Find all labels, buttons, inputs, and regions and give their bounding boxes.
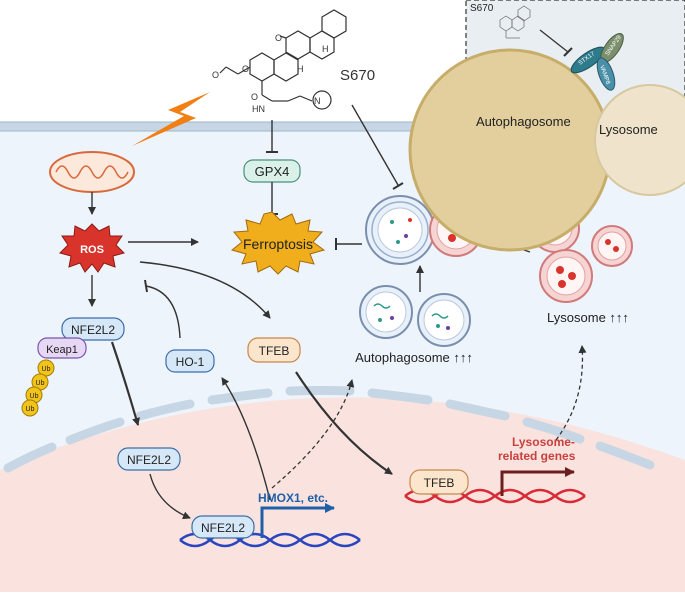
svg-text:O: O <box>251 92 258 102</box>
tfeb-cytoplasm-label: TFEB <box>259 344 290 358</box>
nucleus-region <box>0 397 685 592</box>
svg-text:H: H <box>297 64 304 74</box>
hmox1-transcription-arrow <box>260 503 335 538</box>
svg-text:O: O <box>212 70 219 80</box>
s670-label: S670 <box>340 67 375 84</box>
tfeb-cytoplasm-node <box>247 337 301 363</box>
inset-structure-icon <box>499 5 531 39</box>
autophagosome-icon <box>359 285 471 347</box>
nfe2l2-cytoplasm-node <box>61 317 125 341</box>
ferroptosis-label: Ferroptosis <box>243 236 313 252</box>
svg-text:N: N <box>314 96 321 106</box>
ub-label: Ub <box>26 406 35 413</box>
autophagosome-label: Autophagosome ↑↑↑ <box>355 350 473 365</box>
autophagosome-upregulation-arrow <box>271 379 355 489</box>
lysosome-genes-label-line1: Lysosome- <box>512 435 575 449</box>
ho1-label: HO-1 <box>176 355 205 369</box>
hmox1-label: HMOX1, etc. <box>258 491 328 505</box>
nfe2l2-dna-node <box>191 515 255 539</box>
ub-label: Ub <box>42 366 51 373</box>
svg-text:H: H <box>322 44 329 54</box>
ho1-ros-inhibition <box>145 285 181 339</box>
nfe2l2-cytoplasm-label: NFE2L2 <box>71 323 115 337</box>
ubiquitin-chain <box>21 359 55 417</box>
vamp8-protein <box>596 57 616 91</box>
nfe2l2-nucleus-node <box>117 447 181 471</box>
s670-fusion-inhibition <box>351 104 399 186</box>
dna-right-icon <box>404 488 586 504</box>
ros-tfeb-arrow <box>139 261 271 319</box>
ub-label: Ub <box>36 380 45 387</box>
nfe2l2-translocation-arrow <box>110 341 140 426</box>
svg-text:O: O <box>275 33 282 43</box>
ho1-node <box>165 349 215 373</box>
ros-node <box>59 223 125 273</box>
nuclear-envelope <box>3 386 655 473</box>
s670-structure-icon <box>219 9 347 110</box>
gpx4-label: GPX4 <box>255 164 290 179</box>
nfe2l2-dna-label: NFE2L2 <box>201 521 245 535</box>
inset-lysosome <box>594 84 685 196</box>
tfeb-nucleus-label: TFEB <box>424 476 455 490</box>
ros-label: ROS <box>80 244 104 256</box>
ub-label: Ub <box>30 393 39 400</box>
inset-lysosome-label: Lysosome <box>599 122 658 137</box>
lysosome-upregulation-arrow <box>555 345 587 441</box>
inset-autophagosome <box>408 48 612 252</box>
cell-membrane <box>0 122 685 131</box>
hmox1-ho1-arrow <box>221 377 271 501</box>
keap1-label: Keap1 <box>46 344 78 356</box>
ferroptosis-node <box>230 211 326 275</box>
inset-autophagosome-label: Autophagosome <box>476 114 571 129</box>
inset-panel: STX17 SNAP29 VAMP8 S670 Autophagosome Ly… <box>408 0 685 252</box>
mitochondrion-icon <box>49 151 135 193</box>
nfe2l2-nucleus-label: NFE2L2 <box>127 453 171 467</box>
lysosome-genes-label-line2: related genes <box>498 449 576 463</box>
lysosome-genes-transcription-arrow <box>500 467 575 496</box>
s670-structure-atoms: O O O O HN N H H <box>212 33 329 114</box>
tfeb-translocation-arrow <box>295 371 393 475</box>
svg-text:O: O <box>242 64 249 74</box>
lysosome-label: Lysosome ↑↑↑ <box>547 310 629 325</box>
dna-left-icon <box>179 532 361 548</box>
inset-title: S670 <box>470 3 494 14</box>
keap1-node <box>37 337 87 359</box>
svg-text:HN: HN <box>252 104 265 114</box>
tfeb-nucleus-node <box>409 469 469 495</box>
